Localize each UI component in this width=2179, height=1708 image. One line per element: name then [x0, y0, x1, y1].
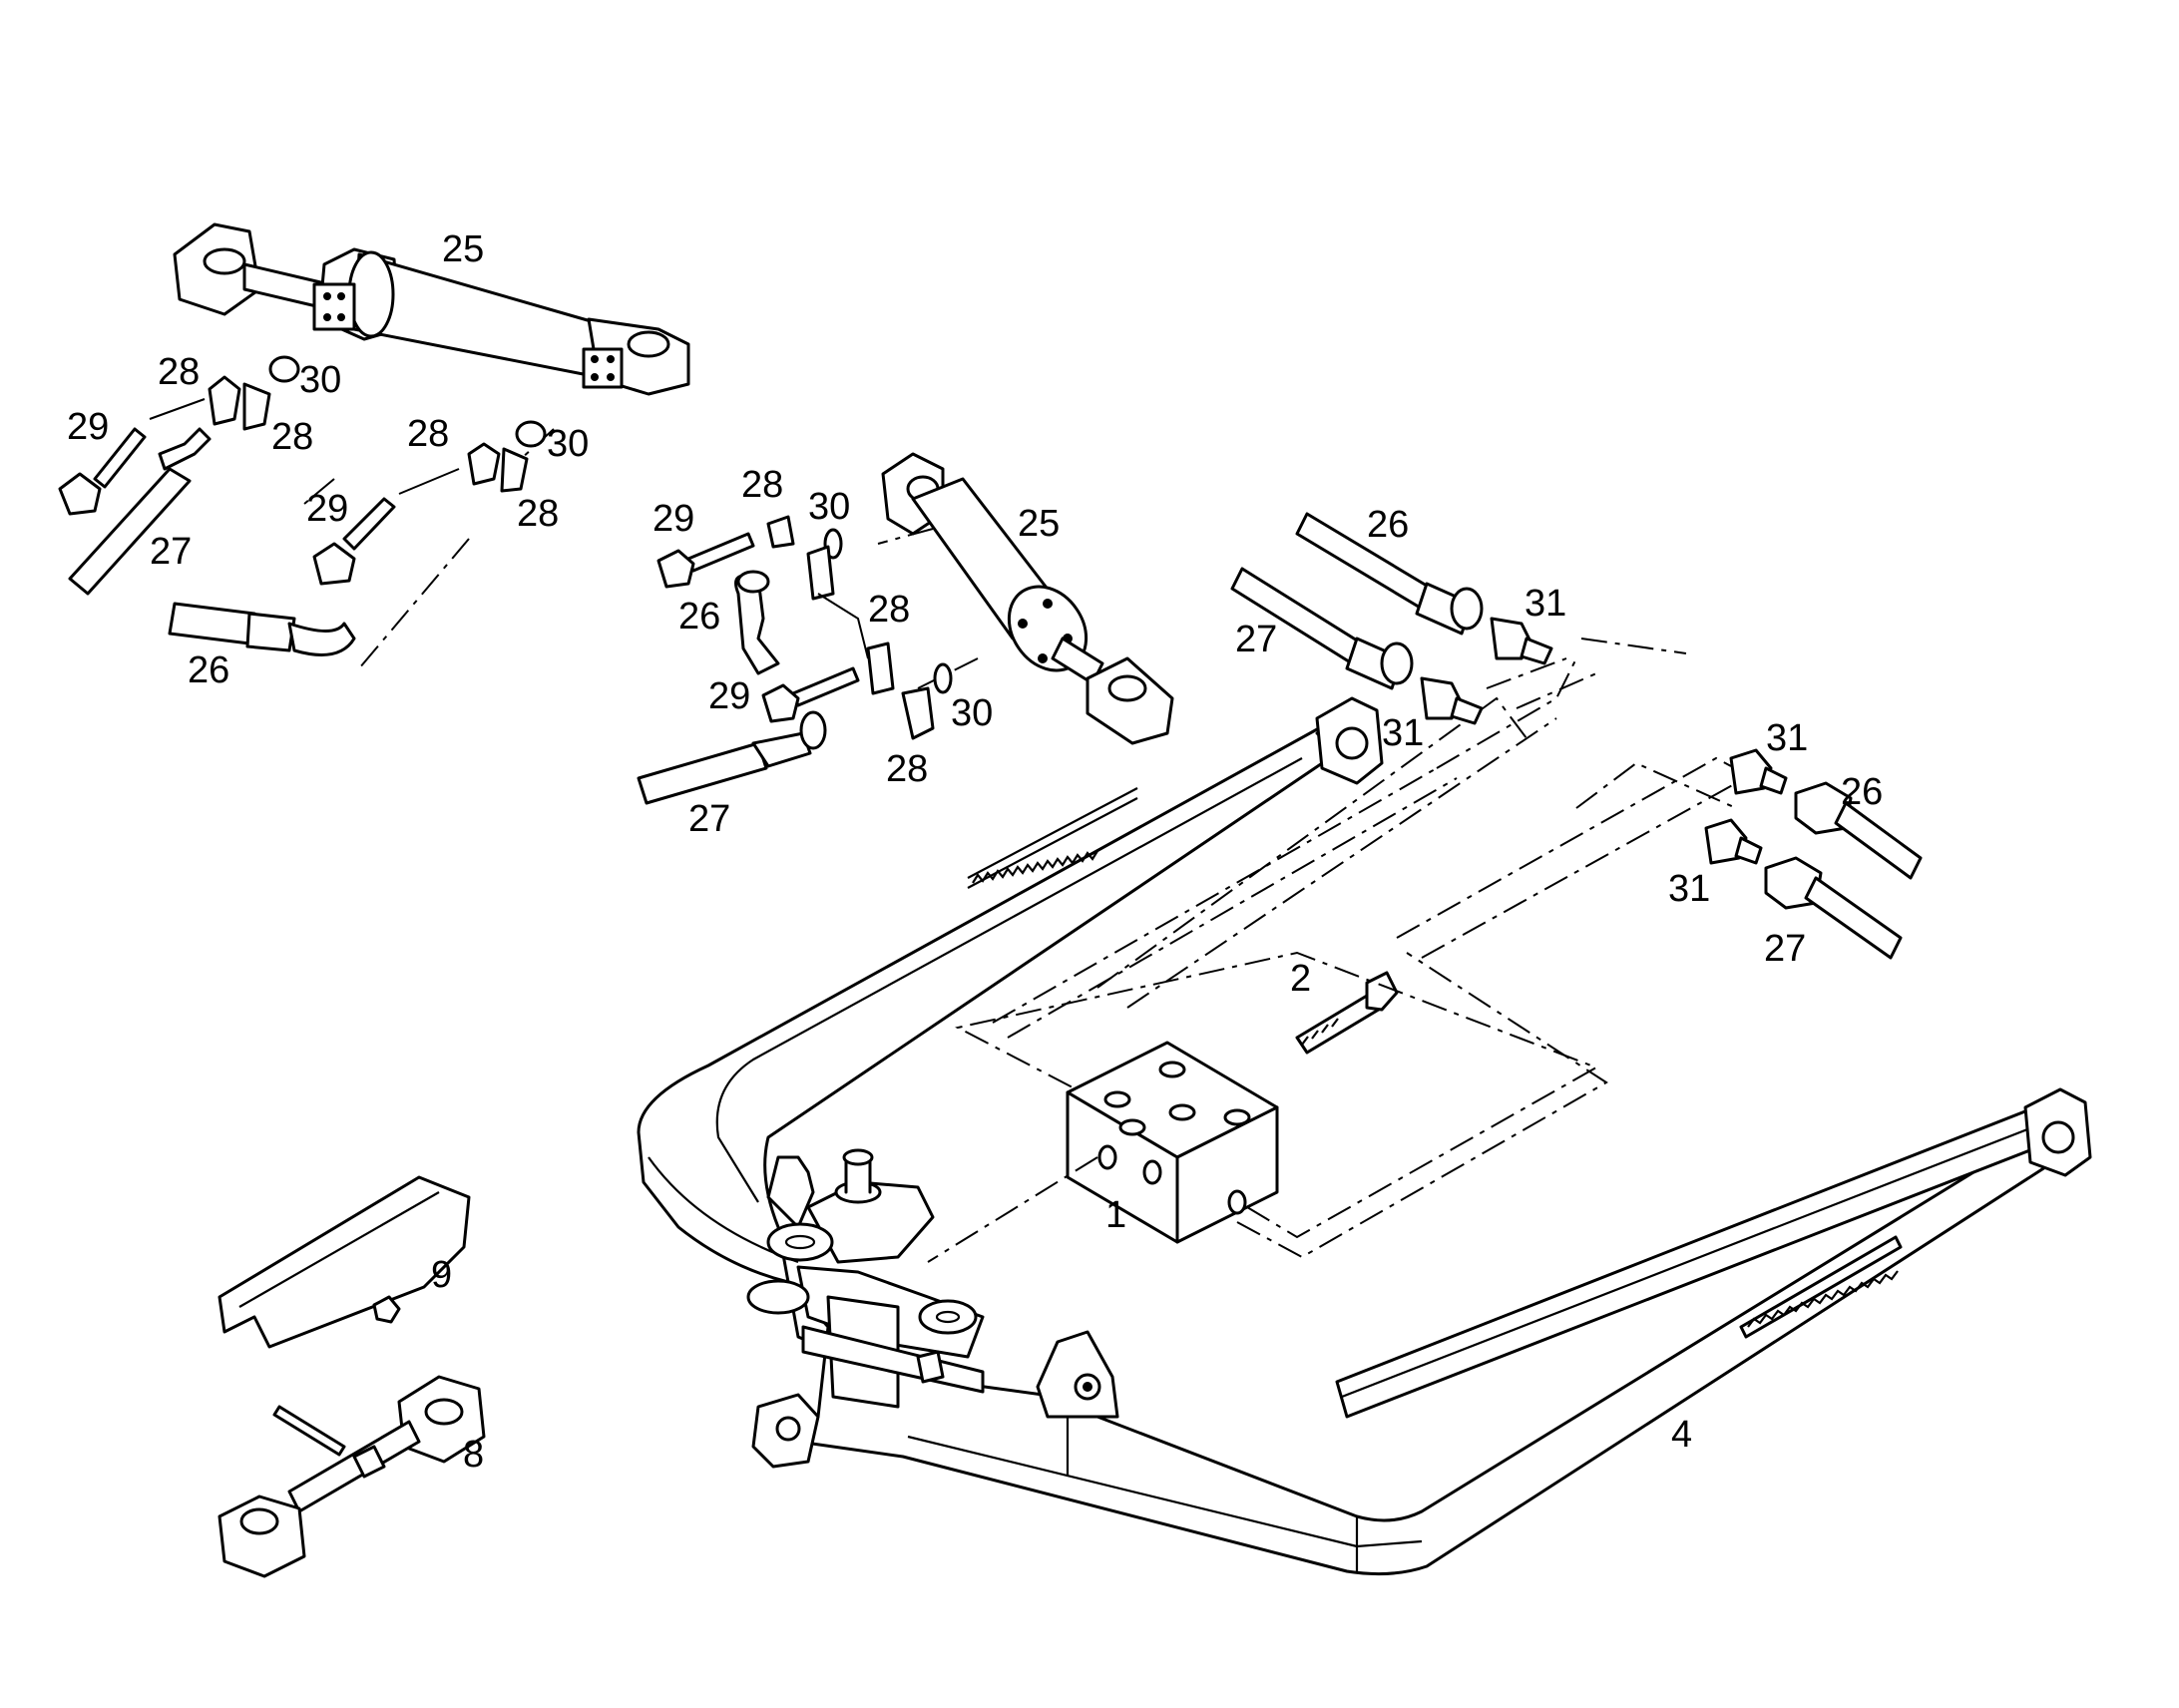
- callout-27-upper-right: 27: [1235, 619, 1277, 660]
- bolt-part-2: [1295, 971, 1399, 1055]
- callout-29-a: 29: [67, 406, 109, 448]
- callout-25-top: 25: [442, 228, 484, 270]
- callout-31-b: 31: [1382, 712, 1424, 754]
- hoses-right: [1704, 748, 1923, 960]
- callout-28-c: 28: [407, 413, 449, 455]
- hydraulic-cylinder-top: [173, 222, 690, 396]
- callout-29-b: 29: [306, 488, 348, 530]
- steering-frame-part: [637, 696, 2092, 1576]
- callout-25-middle: 25: [1018, 503, 1060, 545]
- callout-27-right: 27: [1764, 928, 1806, 970]
- callout-2: 2: [1290, 958, 1311, 1000]
- routing-lines: [303, 428, 1737, 1263]
- callout-26-upper-right: 26: [1367, 504, 1409, 546]
- callout-28-b: 28: [271, 416, 313, 458]
- callout-28-d: 28: [517, 493, 559, 535]
- fittings-middle: [637, 515, 953, 805]
- callout-8: 8: [463, 1434, 484, 1476]
- callout-28-a: 28: [158, 351, 200, 393]
- callout-31-d: 31: [1668, 868, 1710, 910]
- steering-knuckle-assembly: [746, 1148, 985, 1409]
- callout-27-left: 27: [150, 531, 192, 573]
- callout-27-middle: 27: [688, 798, 730, 840]
- tie-rod-part-8: [218, 1375, 486, 1578]
- callout-29-d: 29: [708, 675, 750, 717]
- hydraulic-cylinder-middle: [881, 452, 1174, 745]
- callout-labels: 1 2 4 8 9 25 25 26 26 26 26 27 27 27 27 …: [67, 228, 1883, 1476]
- callout-30-c: 30: [808, 486, 850, 528]
- callout-30-d: 30: [951, 692, 993, 734]
- callout-29-c: 29: [653, 498, 694, 540]
- callout-30-a: 30: [299, 359, 341, 401]
- callout-31-c: 31: [1766, 717, 1808, 759]
- callout-26-middle: 26: [678, 596, 720, 638]
- callout-9: 9: [431, 1254, 452, 1296]
- callout-4: 4: [1671, 1414, 1692, 1456]
- hoses-upper-right: [1230, 512, 1553, 725]
- callout-28-f: 28: [868, 589, 910, 631]
- bracket-part-9: [218, 1175, 471, 1349]
- callout-28-g: 28: [886, 748, 928, 790]
- callout-26-right: 26: [1841, 771, 1883, 813]
- callout-30-b: 30: [547, 423, 589, 465]
- callout-28-e: 28: [741, 464, 783, 506]
- callout-1: 1: [1105, 1194, 1126, 1236]
- callout-31-a: 31: [1525, 583, 1566, 625]
- fittings-top-left: [58, 355, 547, 656]
- control-block-part: [1066, 1041, 1279, 1244]
- callout-26-left: 26: [188, 649, 229, 691]
